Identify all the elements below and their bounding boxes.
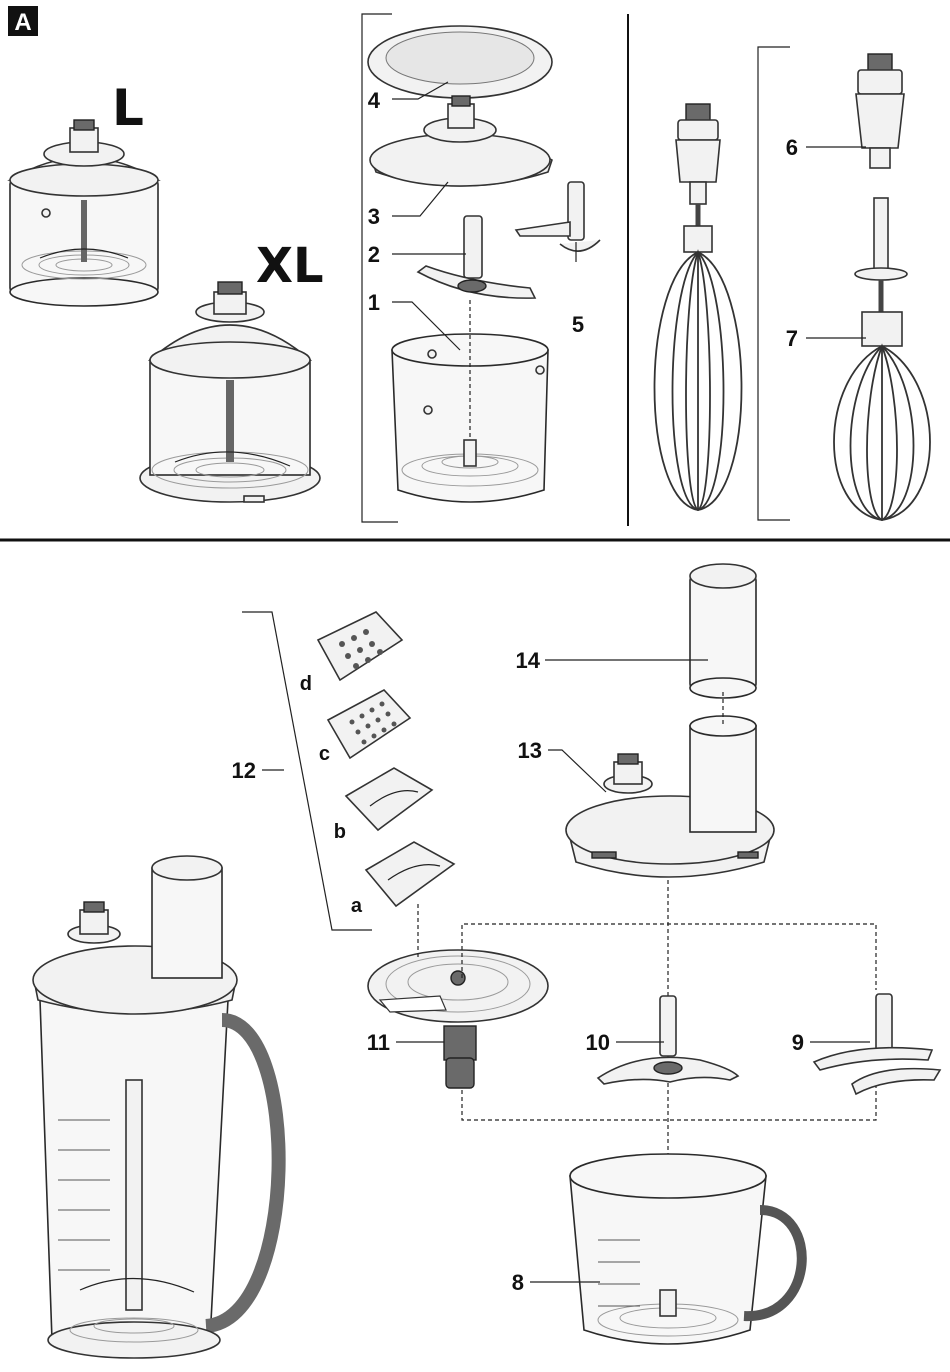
leader-lines [262, 82, 870, 1282]
size-label-xl: XL [256, 238, 324, 294]
part-2-blade [418, 216, 535, 298]
callout-c: c [319, 743, 330, 765]
part-11-disc-holder [368, 950, 548, 1088]
callout-1: 1 [368, 290, 380, 315]
food-processor-assembled [33, 856, 279, 1358]
section-tag-text: A [14, 9, 31, 36]
callout-13: 13 [518, 738, 542, 763]
callout-4: 4 [368, 88, 381, 113]
callout-5: 5 [572, 312, 584, 337]
insert-b [346, 768, 432, 830]
callout-8: 8 [512, 1270, 524, 1295]
callout-14: 14 [516, 648, 541, 673]
part-14-pusher [690, 564, 756, 698]
callout-12: 12 [232, 758, 256, 783]
callout-10: 10 [586, 1030, 610, 1055]
whisk-assembled [655, 104, 742, 510]
part-4-lid-cover [368, 26, 552, 98]
whisk-group-bracket [758, 47, 790, 520]
insert-d [318, 612, 402, 680]
callout-11: 11 [367, 1030, 390, 1055]
part-9-blade [814, 994, 940, 1094]
insert-a [366, 842, 454, 906]
insert-c [328, 690, 410, 758]
callout-b: b [334, 821, 346, 843]
part-3-gear-lid [370, 96, 552, 186]
callout-3: 3 [368, 204, 380, 229]
callout-d: d [300, 673, 312, 695]
part-8-bowl [570, 1154, 802, 1344]
callout-a: a [351, 895, 363, 917]
callout-7: 7 [786, 326, 798, 351]
part-6-whisk-gearbox [856, 54, 904, 168]
chopper-xl [140, 282, 320, 502]
callout-9: 9 [792, 1030, 804, 1055]
part-10-blade [598, 996, 738, 1084]
section-tag: A [8, 6, 38, 36]
part-5-spare-blade [516, 182, 600, 251]
callout-6: 6 [786, 135, 798, 160]
size-label-l: L [112, 79, 144, 137]
callout-2: 2 [368, 242, 380, 267]
part-13-lid [566, 716, 774, 877]
part-7-whisk [834, 198, 930, 520]
alt-frame-bottom [462, 1080, 876, 1120]
chopper-l [10, 120, 158, 306]
